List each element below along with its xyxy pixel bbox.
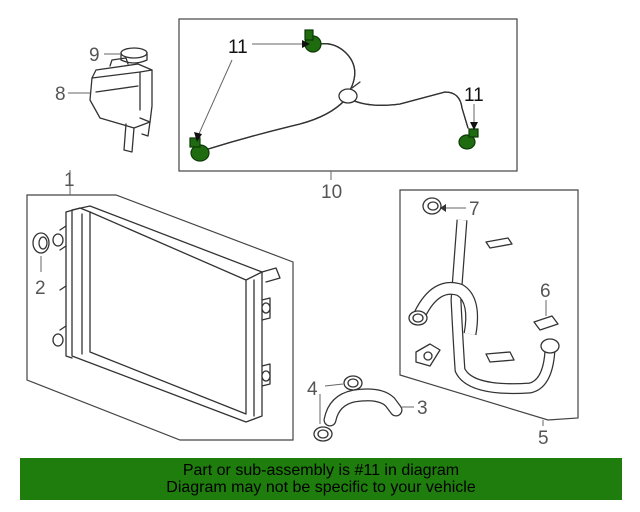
callout-4: 4 <box>307 379 318 400</box>
callout-8: 8 <box>55 84 66 105</box>
banner-line-1: Part or sub-assembly is #11 in diagram <box>182 462 460 479</box>
banner-line-2: Diagram may not be specific to your vehi… <box>166 479 476 496</box>
callout-1: 1 <box>64 170 75 191</box>
arrowhead-11-left <box>194 132 202 142</box>
arrowhead-11-right <box>470 122 478 130</box>
hose-assembly-panel <box>178 18 518 172</box>
lower-hose[interactable] <box>323 388 403 427</box>
leader-4 <box>319 383 344 424</box>
callout-3: 3 <box>417 398 428 419</box>
radiator-insulator[interactable] <box>32 232 50 254</box>
callout-9: 9 <box>89 45 100 66</box>
pipe-assembly-panel <box>399 189 579 421</box>
coolant-pipe-assembly[interactable] <box>408 219 560 395</box>
lower-hose-clamp-top[interactable] <box>343 375 363 391</box>
pipe-clamp[interactable] <box>422 197 442 215</box>
arrowhead-7 <box>440 204 446 212</box>
callout-10: 10 <box>321 182 342 203</box>
lower-hose-clamp-bottom[interactable] <box>313 426 333 442</box>
upper-hose-assembly[interactable] <box>204 43 469 151</box>
parts-diagram: 8 9 11 11 10 1 <box>26 18 579 449</box>
callout-5: 5 <box>538 428 549 449</box>
radiator[interactable] <box>52 205 281 423</box>
pipe-seal[interactable] <box>533 315 559 331</box>
arrowhead-11-top <box>302 40 310 48</box>
hose-clamp-right[interactable] <box>458 128 479 150</box>
reservoir-cap[interactable] <box>120 47 148 64</box>
callout-7: 7 <box>469 199 480 220</box>
callout-11-left: 11 <box>228 37 248 58</box>
leader-11-left <box>197 59 233 137</box>
callout-6: 6 <box>540 281 551 302</box>
radiator-panel <box>26 194 294 441</box>
callout-11-right: 11 <box>464 85 484 106</box>
hose-clamp-top[interactable] <box>304 29 322 53</box>
callout-2: 2 <box>35 278 46 299</box>
coolant-reservoir[interactable] <box>89 57 153 153</box>
highlight-banner: Part or sub-assembly is #11 in diagram D… <box>20 458 622 500</box>
hose-clamp-left[interactable] <box>189 137 210 162</box>
